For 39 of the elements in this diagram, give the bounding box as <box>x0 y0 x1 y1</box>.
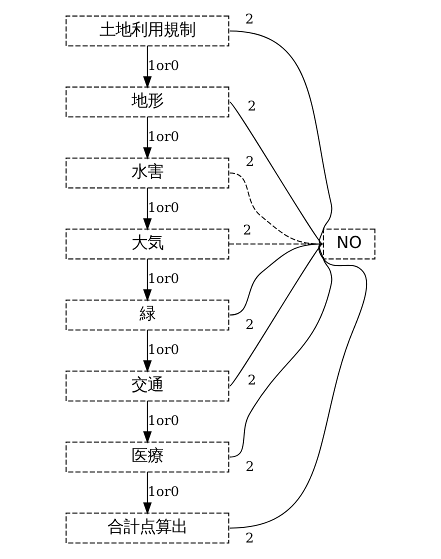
node-box: 医療 <box>66 442 230 473</box>
connector <box>230 244 368 529</box>
connector <box>230 244 332 458</box>
node-box: 水害 <box>66 158 230 188</box>
edge-label: 1or0 <box>148 343 180 358</box>
edge-label: 2 <box>248 99 256 114</box>
node-box: 交通 <box>66 370 230 402</box>
edge-label: 1or0 <box>148 272 180 288</box>
arrow <box>143 472 152 515</box>
edge-label: 1or0 <box>148 414 180 430</box>
arrow <box>143 116 152 160</box>
connector <box>230 244 322 316</box>
edge-label: 2 <box>245 532 254 547</box>
edge-label: 2 <box>243 224 252 239</box>
edge-label: 1or0 <box>148 201 180 216</box>
node-box: 土地利用規制 <box>66 16 230 46</box>
connector <box>230 172 322 245</box>
connector <box>229 102 323 244</box>
edge-label: 1or0 <box>148 58 180 74</box>
connector <box>228 244 324 245</box>
edge-label: 2 <box>248 374 256 389</box>
arrow <box>143 330 152 373</box>
edge-label: 2 <box>246 318 254 334</box>
arrow <box>143 401 152 444</box>
node-box: 緑 <box>66 300 230 330</box>
edge-label: 1or0 <box>148 485 180 500</box>
arrow <box>143 46 152 89</box>
arrow <box>143 259 152 302</box>
edge-label: 1or0 <box>148 130 180 146</box>
connector <box>229 244 323 386</box>
node-box: 大気 <box>66 228 230 260</box>
node-box: NO <box>322 228 376 260</box>
connector <box>230 30 332 245</box>
node-box: 地形 <box>66 86 230 118</box>
edge-label: 2 <box>246 155 254 170</box>
edge-label: 2 <box>245 12 254 28</box>
edge-label: 2 <box>246 460 254 476</box>
node-box: 合計点算出 <box>66 512 230 544</box>
arrow <box>143 188 152 231</box>
